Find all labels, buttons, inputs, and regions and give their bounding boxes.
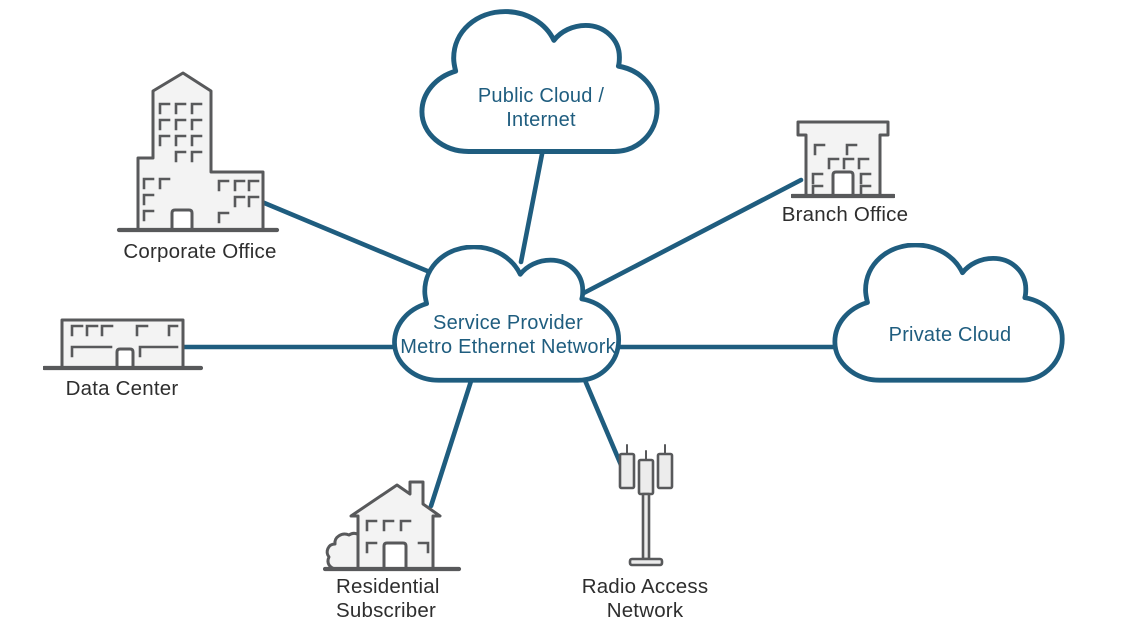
cloud-icon	[392, 245, 622, 383]
connection-sp-to-radio-access-network	[581, 375, 627, 475]
node-radio-access-network: Radio Access Network	[555, 441, 735, 631]
branch-office-label: Branch Office	[781, 203, 909, 226]
public-cloud-label-line1: Public Cloud /	[477, 85, 605, 107]
residential-subscriber-label: Residential Subscriber	[336, 575, 506, 623]
cloud-icon	[832, 243, 1065, 383]
office-building-icon	[116, 71, 280, 233]
residential-subscriber-label-line2: Subscriber	[336, 599, 436, 622]
radio-access-network-label-line1: Radio Access	[581, 575, 709, 598]
public-cloud-label: Public Cloud / Internet	[412, 84, 670, 132]
private-cloud-label: Private Cloud	[888, 324, 1012, 346]
residential-subscriber-label-line1: Residential	[336, 575, 440, 598]
node-private-cloud: Private Cloud	[819, 243, 1081, 385]
public-cloud-label-line2: Internet	[506, 109, 576, 131]
service-provider-label-line1: Service Provider	[433, 312, 583, 334]
cell-tower-icon	[618, 444, 674, 567]
connection-sp-to-public-cloud	[518, 146, 546, 265]
corporate-office-label: Corporate Office	[123, 240, 277, 263]
node-service-provider-network: Service Provider Metro Ethernet Network	[377, 245, 639, 385]
radio-access-network-label-line2: Network	[606, 599, 684, 622]
branch-building-icon	[791, 120, 895, 199]
node-corporate-office: Corporate Office	[113, 57, 323, 267]
data-center-building-icon	[43, 318, 203, 371]
cloud-icon	[419, 9, 660, 154]
node-branch-office: Branch Office	[740, 118, 950, 238]
service-provider-label-line2: Metro Ethernet Network	[400, 336, 616, 358]
connection-sp-to-residential-subscriber	[428, 375, 475, 509]
bush-shape	[325, 531, 364, 571]
house-icon	[323, 480, 462, 572]
node-public-cloud: Public Cloud / Internet	[412, 8, 670, 158]
node-data-center: Data Center	[22, 314, 222, 414]
node-residential-subscriber: Residential Subscriber	[323, 472, 503, 632]
radio-access-network-label: Radio Access Network	[555, 575, 735, 623]
connection-sp-to-branch-office	[575, 177, 804, 299]
service-provider-label: Service Provider Metro Ethernet Network	[369, 311, 647, 359]
data-center-label: Data Center	[65, 377, 179, 400]
